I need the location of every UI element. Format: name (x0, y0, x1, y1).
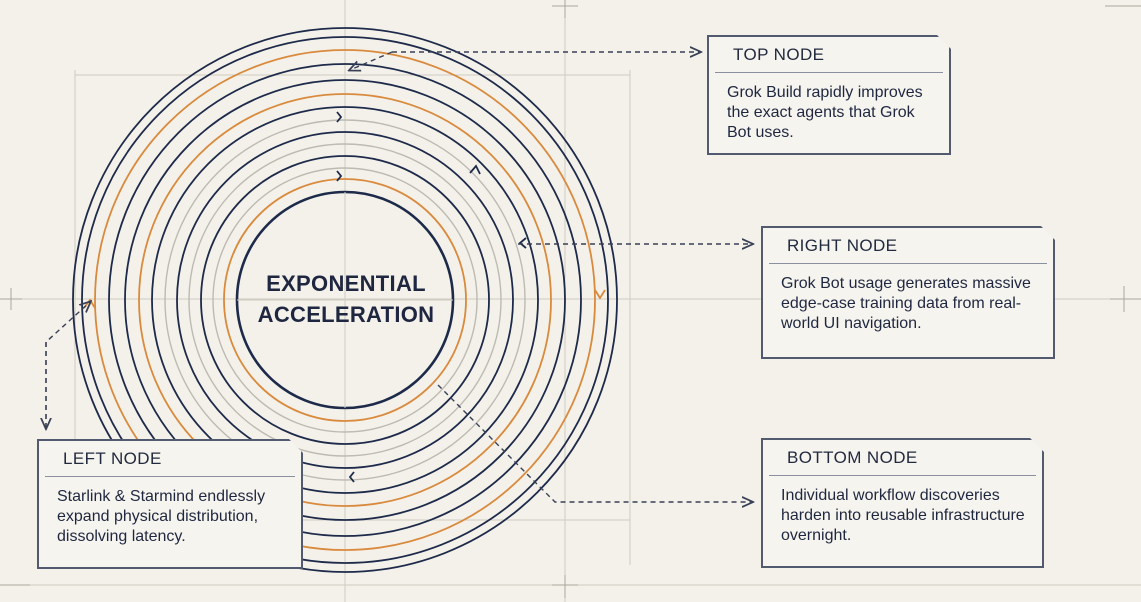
ring-4 (108, 63, 582, 537)
ring-5 (124, 79, 566, 521)
arrow-right-icon (336, 170, 343, 182)
connector-bottom (437, 384, 752, 502)
arrow-right-icon (336, 111, 343, 123)
center-title-line2: ACCELERATION (257, 302, 435, 327)
inner-axis (237, 192, 453, 408)
center-title-line1: EXPONENTIAL (266, 271, 426, 296)
ring-13 (223, 178, 467, 422)
arrow-left-icon (518, 237, 527, 249)
arrow-left-icon (348, 471, 355, 483)
ring-9 (176, 131, 514, 469)
ring-11 (200, 155, 490, 445)
bottom-node: BOTTOM NODE Individual workflow discover… (761, 438, 1044, 568)
ring-1 (72, 27, 618, 573)
left-node: LEFT NODE Starlink & Starmind endlessly … (37, 439, 303, 569)
ring-6 (138, 93, 552, 507)
left-node-text: Starlink & Starmind endlessly expand phy… (57, 488, 266, 545)
ring-3 (94, 49, 596, 551)
connector-top-to-ring (350, 51, 393, 70)
ring-10 (188, 143, 502, 457)
right-node-title: RIGHT NODE (769, 228, 1047, 264)
arrow-down-icon (594, 289, 606, 300)
right-node: RIGHT NODE Grok Bot usage generates mass… (761, 226, 1055, 359)
flow-arrows (83, 111, 606, 483)
right-node-text: Grok Bot usage generates massive edge-ca… (781, 275, 1031, 332)
arrow-up-icon (469, 164, 481, 175)
ring-8 (164, 119, 526, 481)
left-node-title: LEFT NODE (45, 441, 295, 477)
top-node: TOP NODE Grok Build rapidly improves the… (707, 35, 951, 155)
center-title: EXPONENTIAL ACCELERATION (226, 268, 466, 330)
ring-7 (151, 106, 539, 494)
top-node-text: Grok Build rapidly improves the exact ag… (727, 84, 923, 141)
bottom-node-title: BOTTOM NODE (769, 440, 1036, 476)
top-node-title: TOP NODE (715, 37, 943, 73)
bottom-node-text: Individual workflow discoveries harden i… (781, 487, 1025, 544)
concentric-rings (72, 27, 618, 573)
ring-12 (212, 167, 478, 433)
dashed-connectors (46, 52, 752, 502)
